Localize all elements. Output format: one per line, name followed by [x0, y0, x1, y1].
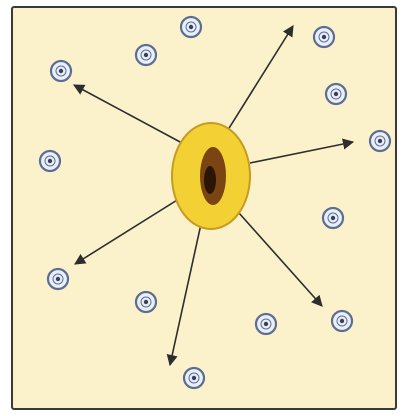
small-cell-icon	[136, 292, 156, 312]
small-cell-icon	[48, 269, 68, 289]
small-cell-icon	[370, 131, 390, 151]
small-cell-icon	[323, 208, 343, 228]
small-cell-icon	[326, 84, 346, 104]
center-cell-core	[204, 166, 216, 194]
small-cell-icon	[40, 151, 60, 171]
small-cell-icon	[314, 27, 334, 47]
small-cell-icon	[51, 61, 71, 81]
small-cell-icon	[184, 368, 204, 388]
small-cell-icon	[181, 17, 201, 37]
small-cell-icon	[136, 45, 156, 65]
small-cell-icon	[332, 311, 352, 331]
center-cell-icon	[172, 123, 250, 229]
small-cell-icon	[256, 314, 276, 334]
